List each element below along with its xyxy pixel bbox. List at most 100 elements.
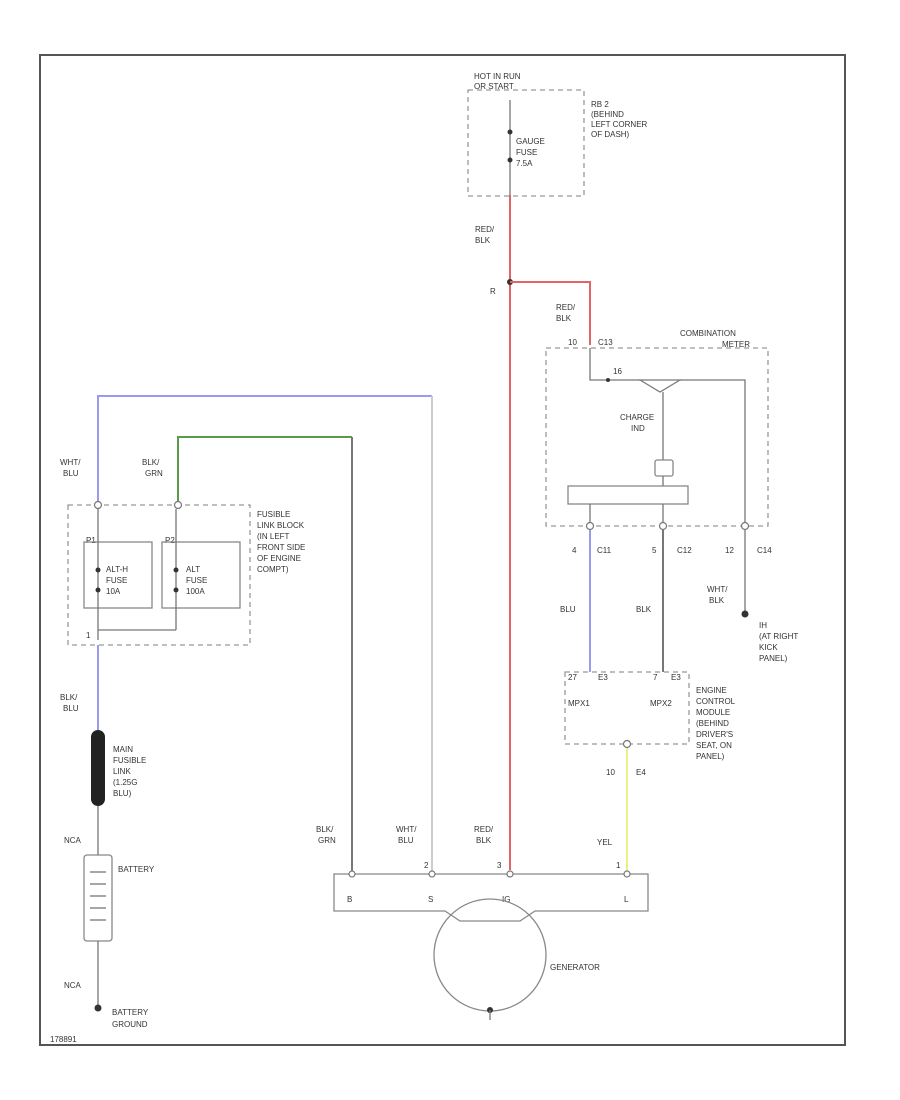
rb2-location-label: OF DASH) (591, 130, 630, 139)
gauge-fuse-label: FUSE (516, 148, 537, 157)
red-blk-wire-meter (510, 281, 591, 345)
fuse-block-pin-p1 (93, 500, 103, 510)
blk-blu-label: BLU (63, 704, 79, 713)
gen-wht-blu-label: WHT/ (396, 825, 417, 834)
gen-red-blk-label: BLK (476, 836, 492, 845)
c12-pin-label: 5 (652, 546, 657, 555)
ecm-connector-label: E3 (671, 673, 681, 682)
meter-junction-dot (606, 378, 610, 382)
gen-wht-blu-label: BLU (398, 836, 414, 845)
meter-internal-pin: 16 (613, 367, 622, 376)
gauge-fuse-label: 7.5A (516, 159, 533, 168)
fusible-link-label: LINK BLOCK (257, 521, 305, 530)
blu-wire-label: BLU (560, 605, 576, 614)
gen-terminal-b (348, 870, 356, 878)
battery-ground-dot (94, 1004, 102, 1012)
main-fusible-link-label: MAIN (113, 745, 133, 754)
hot-in-run-label: HOT IN RUN (474, 72, 521, 81)
wht-blu-wire-top (97, 395, 432, 502)
rb2-location-label: LEFT CORNER (591, 120, 648, 129)
figure-id: 178891 (50, 1035, 77, 1044)
gen-terminal-l-label: L (624, 895, 629, 904)
fuse-terminal (95, 567, 101, 573)
gen-terminal-ig (506, 870, 514, 878)
wht-blu-label-top: WHT/ (60, 458, 81, 467)
c12-connector-label: C12 (677, 546, 692, 555)
gen-pin-ig-label: 3 (497, 861, 502, 870)
fusible-link-label: OF ENGINE (257, 554, 301, 563)
blk-grn-label-top: BLK/ (142, 458, 160, 467)
fusible-link-block (67, 504, 251, 646)
c11-pin-label: 4 (572, 546, 577, 555)
fuse-pin-p1-label: P1 (86, 536, 96, 545)
blk-blu-label: BLK/ (60, 693, 78, 702)
main-fusible-link-label: BLU) (113, 789, 132, 798)
red-blk-label-meter: RED/ (556, 303, 576, 312)
wht-blk-label: WHT/ (707, 585, 728, 594)
mpx1-label: MPX1 (568, 699, 590, 708)
fuse-terminal (95, 587, 101, 593)
fuse-pin-p2-label: P2 (165, 536, 175, 545)
ecm-box (564, 671, 690, 745)
ecm-description: CONTROL (696, 697, 736, 706)
alt-h-fuse-label: 10A (106, 587, 121, 596)
ecm-description: MODULE (696, 708, 730, 717)
red-blk-label-top: RED/ (475, 225, 495, 234)
nca-bottom-label: NCA (64, 981, 82, 990)
splice-id-label: R (490, 287, 496, 296)
meter-pin-label: 10 (568, 338, 577, 347)
fuse-pin-1-label: 1 (86, 631, 91, 640)
gen-pin-s-label: 2 (424, 861, 429, 870)
diagram-frame (39, 54, 846, 1046)
ecm-pin-label: 10 (606, 768, 615, 777)
ecm-description: ENGINE (696, 686, 727, 695)
charge-indicator-lamp (654, 459, 674, 477)
gen-red-blk-label: RED/ (474, 825, 494, 834)
ecm-connector-label: E4 (636, 768, 646, 777)
gen-terminal-s-label: S (428, 895, 433, 904)
fuse-terminal (173, 567, 179, 573)
fuse-block-pin-p2 (173, 500, 183, 510)
fusible-link-label: COMPT) (257, 565, 289, 574)
main-fusible-link-label: (1.25G (113, 778, 137, 787)
ecm-pin-label: 7 (653, 673, 658, 682)
gen-terminal-l (623, 870, 631, 878)
battery-ground-label: BATTERY (112, 1008, 149, 1017)
ecm-description: PANEL) (696, 752, 725, 761)
transistor-symbol (637, 379, 683, 393)
connector-c11 (585, 521, 595, 531)
gen-terminal-ig-label: IG (502, 895, 510, 904)
ecm-e4-connector (622, 739, 632, 749)
alt-fuse-label: 100A (186, 587, 205, 596)
rb2-location-label: (BEHIND (591, 110, 624, 119)
main-fusible-link-label: LINK (113, 767, 131, 776)
main-fusible-link-label: FUSIBLE (113, 756, 146, 765)
gauge-fuse-label: GAUGE (516, 137, 545, 146)
battery-ground-label: GROUND (112, 1020, 148, 1029)
alt-h-fuse-box (83, 541, 153, 609)
red-blk-label-meter: BLK (556, 314, 572, 323)
fusible-link-label: FRONT SIDE (257, 543, 305, 552)
combination-meter-box (545, 347, 769, 527)
gen-blk-grn-label: GRN (318, 836, 336, 845)
c14-connector-label: C14 (757, 546, 772, 555)
meter-circuit-board (567, 485, 689, 505)
ground-location-label: (AT RIGHT (759, 632, 798, 641)
meter-internal-wire (680, 379, 746, 524)
generator-label: GENERATOR (550, 963, 600, 972)
yel-wire-label: YEL (597, 838, 613, 847)
rb2-fuse-box (467, 89, 585, 197)
blk-wire-label: BLK (636, 605, 652, 614)
gen-terminal-b-label: B (347, 895, 352, 904)
gen-blk-grn-label: BLK/ (316, 825, 334, 834)
alt-fuse-label: FUSE (186, 576, 207, 585)
ecm-description: DRIVER'S (696, 730, 733, 739)
generator-symbol (433, 898, 547, 1012)
hot-in-run-label-2: OR START (474, 82, 514, 91)
main-fusible-link (91, 730, 105, 806)
gen-pin-l-label: 1 (616, 861, 621, 870)
wht-blu-label-top: BLU (63, 469, 79, 478)
alt-h-fuse-label: ALT-H (106, 565, 128, 574)
connector-c12 (658, 521, 668, 531)
